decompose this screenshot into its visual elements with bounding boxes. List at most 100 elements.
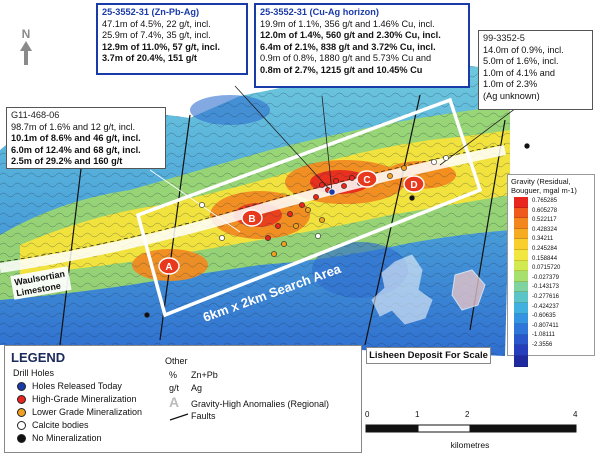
gravity-swatch [514, 207, 528, 219]
anomaly-c-label: C [363, 175, 370, 186]
north-label: N [22, 27, 31, 41]
legend-item-high-grade: High-Grade Mineralization [17, 394, 137, 405]
scale-tick: 0 [365, 410, 370, 419]
scale-tick: 2 [465, 410, 470, 419]
gravity-value: -0.143173 [532, 284, 560, 291]
callout-line: 0.9m of 0.8%, 1880 g/t and 5.73% Cu and [260, 53, 432, 64]
lisheen-deposit-shape [371, 254, 433, 325]
search-area-box [135, 97, 483, 318]
gravity-value: -0.027379 [532, 274, 560, 281]
gravity-swatch [514, 228, 528, 240]
callout-line: 5.0m of 1.6%, incl. [483, 56, 559, 67]
lisheen-deposit-shape-2 [451, 269, 486, 311]
callout-line: 14.0m of 0.9%, incl. [483, 44, 564, 55]
waulsortian-band-edge [0, 143, 506, 263]
callout-line: 3.7m of 20.4%, 151 g/t [102, 53, 197, 64]
scale-tick: 1 [415, 410, 420, 419]
gravity-swatch [514, 239, 528, 250]
legend-dot-icon [17, 434, 26, 444]
drill-hole-high-grade [265, 235, 271, 241]
leader-line [149, 169, 241, 233]
scale-tick: 4 [573, 410, 578, 419]
drill-hole-lower-grade [305, 207, 311, 213]
drill-hole-calcite [219, 235, 225, 241]
drill-hole-lower-grade [293, 223, 299, 229]
leader-line [439, 104, 521, 166]
gravity-swatch [514, 271, 528, 282]
drill-hole-none [144, 312, 150, 318]
legend-drill-holes-label: Drill Holes [13, 368, 55, 378]
gravity-swatch [514, 313, 528, 325]
legend-item-none: No Mineralization [17, 433, 102, 444]
leader-line [234, 85, 333, 193]
drill-hole-high-grade [319, 182, 325, 188]
callout-line: (Ag unknown) [483, 90, 540, 101]
legend-item-calcite: Calcite bodies [17, 420, 89, 431]
gravity-swatch [514, 324, 528, 335]
legend-other-text: Zn+Pb [191, 370, 218, 380]
gravity-ramp [514, 197, 528, 367]
callout-line: 25.9m of 7.4%, 35 g/t, incl. [102, 30, 211, 41]
callout-line: 1.0m of 2.3% [483, 79, 538, 90]
callout-line: 98.7m of 1.6% and 12 g/t, incl. [11, 121, 136, 132]
waulsortian-label-bg [10, 266, 72, 300]
callout-line: 6.0m of 12.4% and 68 g/t, incl. [11, 144, 141, 155]
gravity-value: -0.277616 [532, 293, 560, 300]
anomaly-badges [158, 170, 425, 275]
fault-line [159, 114, 191, 341]
drill-hole-lower-grade [281, 241, 287, 247]
callout-hole-g11: G11-468-06 98.7m of 1.6% and 12 g/t, inc… [6, 107, 166, 169]
legend-dot-icon [17, 395, 26, 405]
gravity-swatch [514, 355, 528, 367]
gravity-swatch [514, 334, 528, 346]
legend-item-label: Holes Released Today [32, 381, 122, 391]
drill-hole-high-grade [299, 202, 305, 208]
callout-title: G11-468-06 [11, 110, 60, 120]
callout-line: 0.8m of 2.7%, 1215 g/t and 10.45% Cu [260, 64, 423, 75]
drill-hole-high-grade [341, 183, 347, 189]
lisheen-label: Lisheen Deposit For Scale [366, 347, 491, 364]
gravity-value: -0.60635 [532, 313, 556, 320]
legend-other-symbol: g/t [169, 383, 180, 393]
leader-line [321, 95, 333, 193]
gravity-legend: Gravity (Residual, Bouguer, mgal m-1) 0.… [507, 174, 595, 367]
anomaly-d-label: D [410, 180, 417, 191]
gravity-value: 0.158844 [532, 255, 558, 262]
callout-line: 12.0m of 1.4%, 560 g/t and 2.30% Cu, inc… [260, 30, 441, 41]
drill-hole-high-grade [333, 178, 339, 184]
callout-cu-ag: 25-3552-31 (Cu-Ag horizon) 19.9m of 1.1%… [254, 3, 470, 88]
waulsortian-band [0, 145, 507, 273]
legend-dot-icon [17, 382, 26, 392]
drill-hole-calcite [431, 159, 437, 165]
legend-item-lower-grade: Lower Grade Mineralization [17, 407, 143, 418]
legend-item-released: Holes Released Today [17, 381, 122, 392]
drill-hole-calcite [315, 233, 321, 239]
gravity-swatch [514, 197, 528, 208]
legend-other-symbol: A [169, 394, 180, 410]
drill-hole-none [524, 143, 530, 149]
gravity-value: 0.522117 [532, 217, 557, 224]
gravity-value: 0.0715720 [532, 265, 561, 272]
legend-panel: LEGEND Drill Holes Holes Released Today … [4, 345, 362, 453]
anomaly-d-badge [403, 175, 425, 193]
north-arrow-icon [20, 41, 32, 65]
legend-item-label: No Mineralization [32, 433, 102, 443]
callout-line: 2.5m of 29.2% and 160 g/t [11, 156, 123, 167]
callout-title: 25-3552-31 (Zn-Pb-Ag) [102, 7, 199, 17]
drill-hole-high-grade [313, 194, 319, 200]
legend-item-label: Lower Grade Mineralization [32, 407, 143, 417]
legend-item-label: Calcite bodies [32, 420, 89, 430]
anomaly-a-label: A [165, 262, 172, 273]
drill-hole-lower-grade [387, 173, 393, 179]
gravity-value: 0.765285 [532, 198, 558, 204]
legend-other-text: Ag [191, 383, 203, 393]
callout-title: 99-3352-5 [483, 33, 525, 43]
legend-other-label: Other [165, 356, 188, 366]
anomaly-b-label: B [248, 214, 255, 225]
callout-hole-99: 99-3352-5 14.0m of 0.9%, incl. 5.0m of 1… [478, 30, 593, 110]
gravity-swatch [514, 249, 528, 261]
gravity-swatch [514, 260, 528, 272]
gravity-swatch [514, 345, 528, 356]
